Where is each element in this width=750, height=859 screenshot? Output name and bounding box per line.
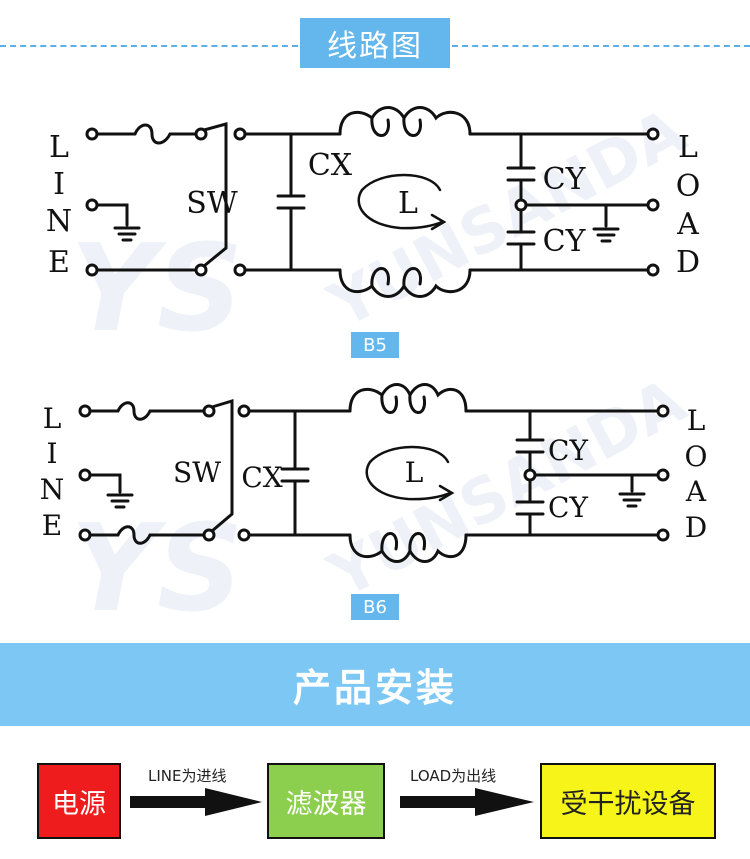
- watermark: YUNSANDA YS YUNSANDA YS: [70, 94, 697, 639]
- b5-load-letter-a: A: [676, 207, 699, 242]
- b6-flux-loop: [365, 445, 452, 501]
- b6-line-letter-n: N: [40, 473, 65, 506]
- b6-fuse-bottom: [88, 525, 206, 545]
- b5-inductor-label: L: [398, 186, 418, 221]
- b6-cy-bottom-capacitor: [515, 473, 545, 537]
- b6-cx-capacitor: [280, 409, 310, 537]
- b5-cy-ground-wire: [524, 203, 650, 228]
- install-title-band: 产品安装: [0, 643, 750, 726]
- b5-cx-capacitor: [276, 132, 306, 272]
- b6-line-letter-i: I: [46, 437, 57, 470]
- b5-ground-symbol-line: [113, 226, 141, 242]
- power-source-box: 电源: [37, 763, 121, 839]
- b5-ground-wire: [95, 203, 129, 227]
- b5-line-letter-l: L: [49, 130, 69, 165]
- arrow-label-load-out: LOAD为出线: [410, 767, 497, 785]
- b5-terminal-load-bottom: [646, 263, 660, 277]
- b5-caption: B5: [351, 332, 399, 358]
- b5-cy-top-label: CY: [543, 162, 587, 197]
- b5-inductor-top-loops: [370, 116, 422, 137]
- b5-load-letter-l: L: [678, 130, 698, 165]
- b6-cy-top-capacitor: [515, 409, 545, 477]
- b6-sw-label: SW: [173, 456, 221, 489]
- b5-line-letter-n: N: [46, 204, 72, 239]
- b6-switch-contact-top-left: [202, 404, 216, 418]
- page-title: 线路图: [300, 18, 450, 68]
- circuit-diagrams: L I N E L O A D SW CX: [40, 106, 708, 563]
- b5-ground-symbol-load: [592, 227, 620, 243]
- b6-load-letter-l: L: [687, 404, 706, 437]
- b6-cy-ground-wire: [533, 473, 660, 493]
- b6-cy-bottom-label: CY: [548, 491, 588, 524]
- watermark-logo-2: YS: [70, 500, 243, 639]
- b5-cx-label: CX: [308, 148, 353, 183]
- b5-terminal-load-top: [646, 127, 660, 141]
- arrow-power-to-filter: [130, 788, 262, 816]
- disturbed-device-box: 受干扰设备: [540, 763, 716, 839]
- arrow-filter-to-device: [400, 788, 534, 816]
- b6-switch-blade: [210, 398, 234, 533]
- b6-ground-wire: [88, 473, 122, 494]
- b6-flux-arrow-head: [438, 484, 455, 502]
- b6-terminal-load-ground: [656, 468, 670, 482]
- b6-load-letter-a: A: [685, 475, 707, 508]
- b5-terminal-load-ground: [646, 198, 660, 212]
- b6-switch-contact-bottom-left: [202, 528, 216, 542]
- b6-terminal-load-bottom: [656, 528, 670, 542]
- b5-cy-top-capacitor: [506, 132, 536, 207]
- b6-ground-symbol-line: [106, 493, 134, 509]
- b5-load-letter-d: D: [676, 245, 700, 280]
- b6-inductor-top-coil: [348, 383, 468, 413]
- b6-cx-label: CX: [241, 461, 282, 494]
- b5-sw-label: SW: [186, 186, 238, 221]
- diagram-b5: L I N E L O A D SW CX: [46, 106, 701, 298]
- arrow-label-line-in: LINE为进线: [148, 767, 227, 785]
- b5-inductor-bottom-loops: [370, 267, 422, 288]
- b5-line-letter-e: E: [48, 245, 70, 280]
- b6-ground-symbol-load: [618, 492, 646, 508]
- b6-fuse-top: [88, 401, 206, 421]
- b5-cy-bottom-capacitor: [506, 203, 536, 272]
- b5-switch-contact-bottom-left: [194, 263, 208, 277]
- b5-load-letter-o: O: [676, 169, 701, 204]
- b6-caption: B6: [351, 594, 399, 620]
- b6-inductor-bottom-coil: [348, 533, 468, 563]
- b5-switch-blade: [202, 122, 228, 268]
- b6-cy-top-label: CY: [548, 434, 588, 467]
- b6-terminal-load-top: [656, 404, 670, 418]
- b6-load-letter-o: O: [685, 440, 708, 473]
- b6-line-letter-e: E: [42, 509, 62, 542]
- watermark-logo-1: YS: [70, 220, 243, 359]
- header-dash-left: [0, 45, 298, 47]
- b5-flux-loop: [357, 173, 444, 230]
- b6-inductor-bottom-loops: [380, 532, 427, 553]
- b6-inductor-label: L: [405, 456, 424, 489]
- b5-flux-arrow-head: [430, 213, 447, 231]
- b5-fuse-top: [95, 123, 198, 145]
- b5-switch-contact-top-left: [194, 127, 208, 141]
- b6-load-letter-d: D: [685, 511, 707, 544]
- b5-line-letter-i: I: [53, 167, 65, 202]
- filter-box: 滤波器: [267, 763, 385, 839]
- b6-line-letter-l: L: [43, 402, 62, 435]
- diagram-b6: L I N E L O A D SW CX L: [40, 383, 708, 563]
- b5-cy-bottom-label: CY: [543, 224, 587, 259]
- b6-inductor-top-loops: [380, 393, 427, 414]
- header-dash-right: [452, 45, 750, 47]
